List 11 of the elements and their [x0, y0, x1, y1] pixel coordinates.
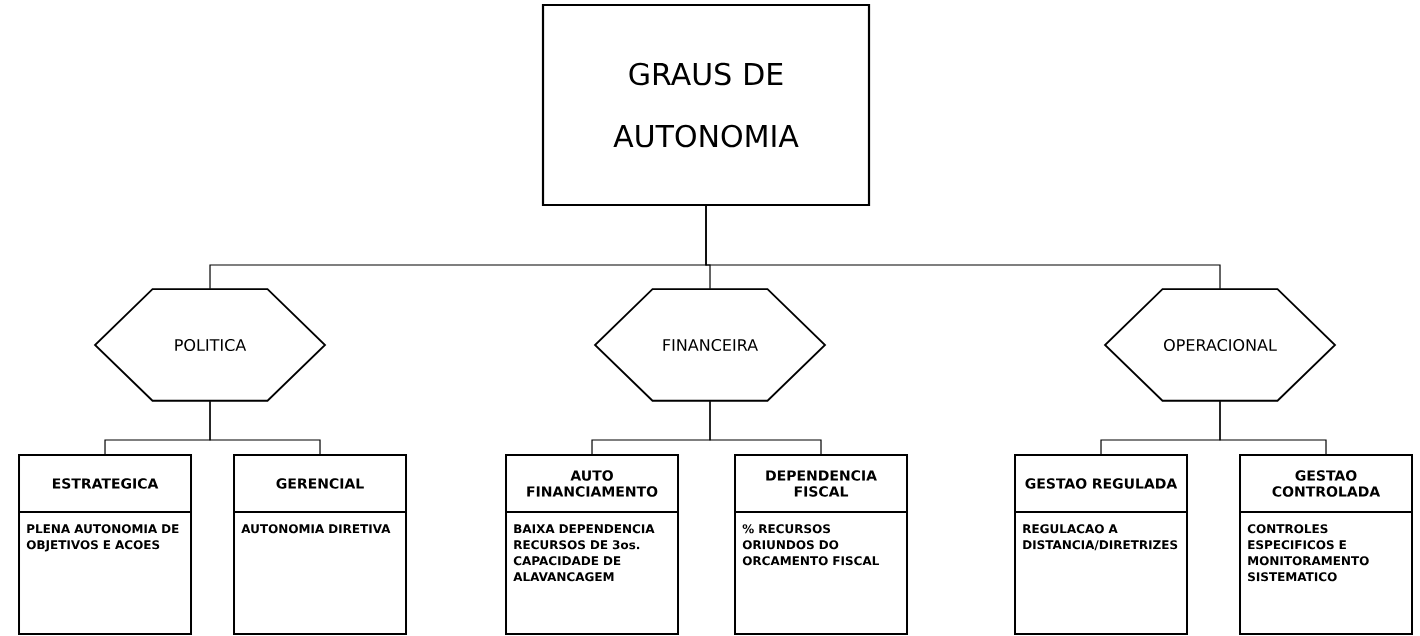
connector: [209, 400, 321, 455]
connector: [1219, 400, 1327, 455]
level-box: AUTO FINANCIAMENTO BAIXA DEPENDENCIA RECURSOS DE 3os. CAPACIDADE DE ALAVANCAGEM: [505, 454, 679, 635]
level-box: ESTRATEGICA PLENA AUTONOMIA DE OBJETIVOS E ACOES: [18, 454, 192, 635]
level-box: GESTAO REGULADA REGULACAO A DISTANCIA/DIRETRIZES: [1014, 454, 1188, 635]
level-box: GESTAO CONTROLADA CONTROLES ESPECIFICOS E MONITORAMENTO SISTEMATICO: [1239, 454, 1413, 635]
level-box: DEPENDENCIA FISCAL % RECURSOS ORIUNDOS DO ORCAMENTO FISCAL: [734, 454, 908, 635]
level-box: GERENCIAL AUTONOMIA DIRETIVA: [233, 454, 407, 635]
connector: [709, 400, 822, 455]
connector: [705, 205, 1221, 290]
title-box: GRAUS DE AUTONOMIA: [541, 3, 871, 207]
